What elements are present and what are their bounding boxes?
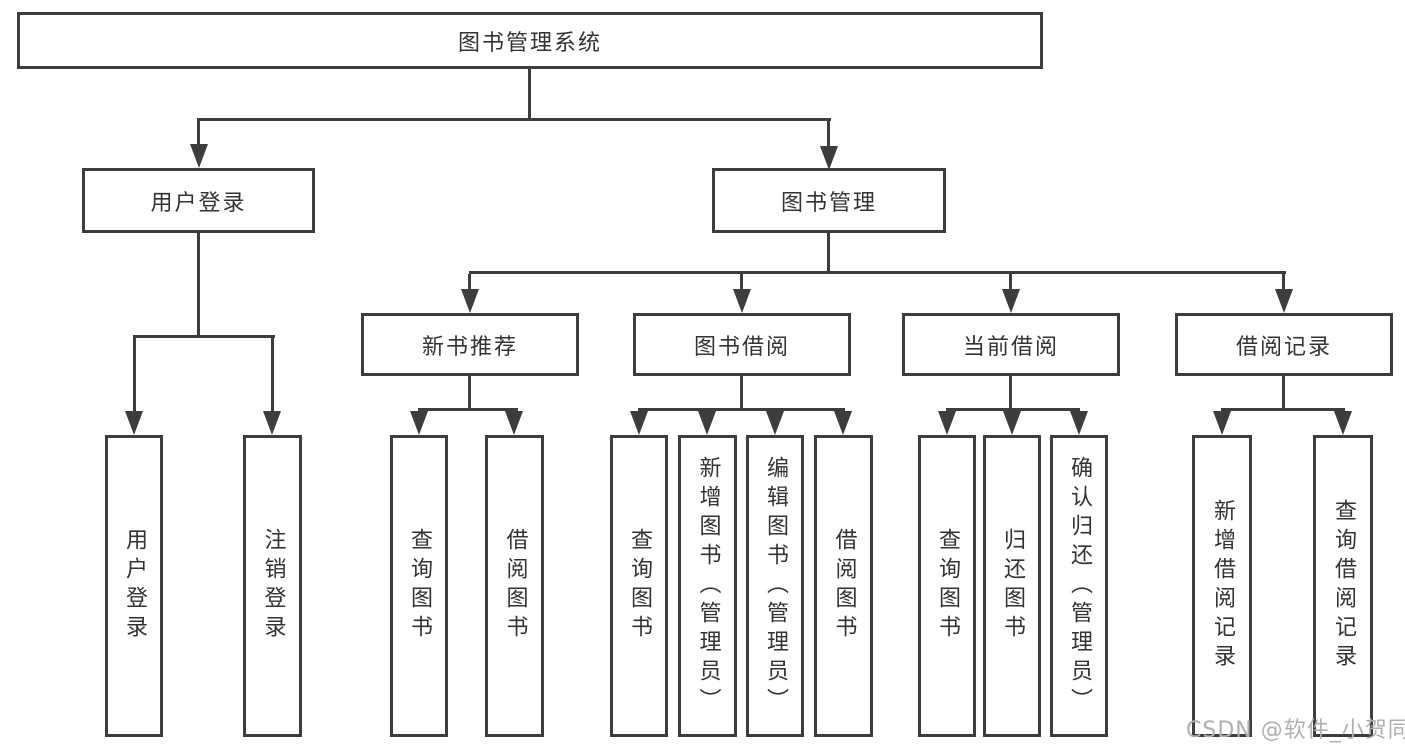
leaf-query-books-current-label: 查询图书 <box>935 528 960 644</box>
connector-userlogin-bar <box>133 335 275 338</box>
leaf-query-borrow-record-label: 查询借阅记录 <box>1331 499 1356 673</box>
leaf-query-books-borrow-label: 查询图书 <box>627 528 652 644</box>
leaf-query-books-recommend: 查询图书 <box>390 435 448 737</box>
node-book-management-label: 图书管理 <box>780 190 877 216</box>
node-user-login: 用户登录 <box>82 168 315 233</box>
node-current-borrow-label: 当前借阅 <box>962 334 1059 360</box>
connector-bookmgmt-stub <box>827 233 830 271</box>
arrow-down-icon <box>505 411 523 435</box>
leaf-add-books-admin-label: 新增图书（管理员） <box>695 455 721 717</box>
arrow-down-icon <box>410 411 428 435</box>
node-root-label: 图书管理系统 <box>457 30 602 56</box>
leaf-query-borrow-record: 查询借阅记录 <box>1313 435 1373 737</box>
connector-records-bar <box>1221 408 1345 411</box>
leaf-confirm-return-admin-label: 确认归还（管理员） <box>1067 455 1092 717</box>
connector-bookmgmt-bar <box>469 271 1286 274</box>
leaf-query-books-recommend-label: 查询图书 <box>407 528 432 644</box>
connector-borrow-stub <box>740 376 743 408</box>
arrow-down-icon <box>1275 289 1293 313</box>
leaf-add-borrow-record-label: 新增借阅记录 <box>1210 499 1235 673</box>
arrow-down-icon <box>834 411 852 435</box>
node-new-book-recommend-label: 新书推荐 <box>421 334 518 360</box>
connector-borrow-bar <box>638 408 845 411</box>
connector-recommend-stub <box>468 376 471 408</box>
arrow-down-icon <box>630 411 648 435</box>
arrow-down-icon <box>263 411 281 435</box>
node-book-management: 图书管理 <box>712 168 946 233</box>
connector-drop-current <box>1009 274 1012 289</box>
leaf-edit-books-admin-label: 编辑图书（管理员） <box>763 455 788 717</box>
arrow-down-icon <box>766 411 784 435</box>
leaf-edit-books-admin: 编辑图书（管理员） <box>746 435 804 737</box>
arrow-down-icon <box>938 411 956 435</box>
arrow-down-icon <box>698 411 716 435</box>
connector-recommend-bar <box>418 408 518 411</box>
leaf-add-borrow-record: 新增借阅记录 <box>1192 435 1252 737</box>
node-book-borrow: 图书借阅 <box>633 313 851 376</box>
leaf-return-books-label: 归还图书 <box>1000 528 1025 644</box>
leaf-logout: 注销登录 <box>243 435 302 737</box>
node-book-borrow-label: 图书借阅 <box>693 334 790 360</box>
connector-drop-leaf-logout <box>271 338 274 411</box>
leaf-user-login-label: 用户登录 <box>122 528 147 644</box>
leaf-logout-label: 注销登录 <box>260 528 286 644</box>
arrow-down-icon <box>1213 411 1231 435</box>
node-new-book-recommend: 新书推荐 <box>361 313 579 376</box>
connector-root-stub <box>528 68 531 118</box>
arrow-down-icon <box>820 146 838 170</box>
csdn-watermark: CSDN @软件_小贺同学 <box>1186 718 1405 743</box>
leaf-return-books: 归还图书 <box>983 435 1041 737</box>
node-root-system: 图书管理系统 <box>17 12 1043 69</box>
connector-drop-borrow <box>740 274 743 289</box>
node-borrow-records: 借阅记录 <box>1175 313 1393 376</box>
connector-current-stub <box>1009 376 1012 408</box>
arrow-down-icon <box>190 144 208 168</box>
connector-drop-leaf-login <box>133 338 136 411</box>
connector-drop-book-management <box>827 121 830 146</box>
connector-userlogin-stub <box>197 233 200 335</box>
leaf-borrow-books-recommend: 借阅图书 <box>485 435 544 737</box>
leaf-borrow-books-recommend-label: 借阅图书 <box>502 528 528 644</box>
arrow-down-icon <box>1334 411 1352 435</box>
connector-root-bar <box>197 118 831 121</box>
leaf-query-books-borrow: 查询图书 <box>610 435 668 737</box>
arrow-down-icon <box>733 289 751 313</box>
connector-records-stub <box>1282 376 1285 408</box>
leaf-add-books-admin: 新增图书（管理员） <box>678 435 737 737</box>
leaf-user-login: 用户登录 <box>105 435 163 737</box>
connector-drop-records <box>1282 274 1285 289</box>
connector-current-bar <box>946 408 1080 411</box>
arrow-down-icon <box>1070 411 1088 435</box>
connector-drop-user-login <box>197 121 200 144</box>
leaf-borrow-books: 借阅图书 <box>814 435 873 737</box>
leaf-borrow-books-label: 借阅图书 <box>831 528 857 644</box>
connector-drop-recommend <box>468 274 471 289</box>
leaf-confirm-return-admin: 确认归还（管理员） <box>1050 435 1108 737</box>
node-user-login-label: 用户登录 <box>150 190 247 216</box>
node-current-borrow: 当前借阅 <box>902 313 1120 376</box>
node-borrow-records-label: 借阅记录 <box>1235 334 1332 360</box>
arrow-down-icon <box>461 289 479 313</box>
arrow-down-icon <box>125 411 143 435</box>
leaf-query-books-current: 查询图书 <box>918 435 976 737</box>
arrow-down-icon <box>1002 289 1020 313</box>
arrow-down-icon <box>1003 411 1021 435</box>
